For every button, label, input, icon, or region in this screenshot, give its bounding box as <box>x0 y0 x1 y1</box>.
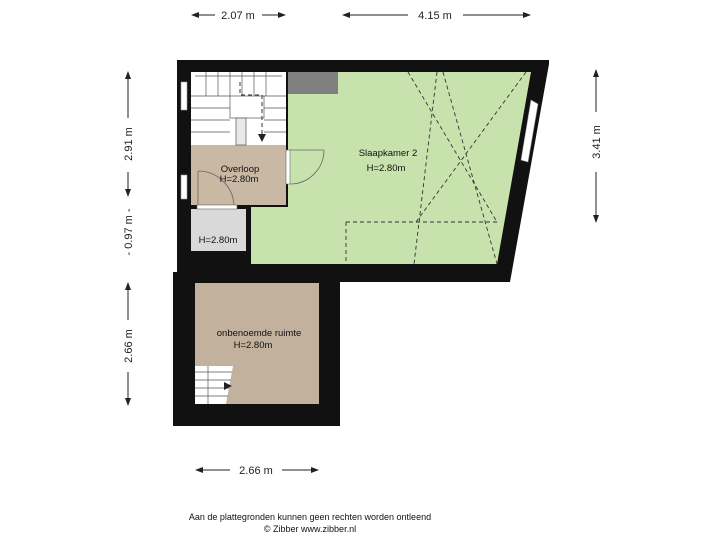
roof-slope-lines <box>345 71 527 265</box>
room-small <box>191 209 246 251</box>
dimension-left-middle: - 0.97 m - <box>123 208 135 255</box>
window-right <box>520 99 539 163</box>
dimension-label: 2.07 m <box>221 10 255 22</box>
chimney-shaft <box>288 72 338 94</box>
wall-segment <box>246 205 251 264</box>
dimension-left-lower: 2.66 m <box>123 282 135 406</box>
dimension-label: 4.15 m <box>418 10 452 22</box>
room-height-onbenoemde: H=2.80m <box>234 340 273 351</box>
dimension-right: 3.41 m <box>591 69 603 223</box>
dimension-label: - 0.97 m - <box>123 208 135 255</box>
dimension-label: 2.91 m <box>123 127 135 161</box>
stair-treads-upper <box>191 72 286 146</box>
room-label-slaapkamer: Slaapkamer 2 <box>359 148 418 159</box>
room-slaapkamer-2 <box>251 72 531 264</box>
room-height-overloop: H=2.80m <box>220 174 259 185</box>
footer-disclaimer: Aan de plattegronden kunnen geen rechten… <box>188 512 432 522</box>
door-small-room <box>196 170 238 210</box>
window-left-bottom <box>180 174 188 200</box>
dimension-top-right: 4.15 m <box>342 10 531 22</box>
room-height-small: H=2.80m <box>199 235 238 246</box>
room-height-slaapkamer: H=2.80m <box>367 163 406 174</box>
stairwell-lower <box>195 366 233 404</box>
room-label-overloop: Overloop <box>221 164 260 175</box>
window-left-top <box>180 81 188 111</box>
door-slaapkamer <box>285 149 325 185</box>
footer-copyright: © Zibber www.zibber.nl <box>263 524 357 534</box>
dimension-left-upper: 2.91 m <box>123 71 135 197</box>
dimension-top-left: 2.07 m <box>191 10 286 22</box>
dimension-label: 2.66 m <box>239 465 273 477</box>
room-label-onbenoemde: onbenoemde ruimte <box>217 328 302 339</box>
dimension-bottom: 2.66 m <box>195 465 319 477</box>
stair-arrow-lower <box>224 382 232 390</box>
stair-treads-lower <box>195 366 232 404</box>
room-overloop <box>191 145 286 205</box>
stair-direction-arrow <box>239 82 266 142</box>
dimension-label: 3.41 m <box>591 125 603 159</box>
dimension-label: 2.66 m <box>123 329 135 363</box>
